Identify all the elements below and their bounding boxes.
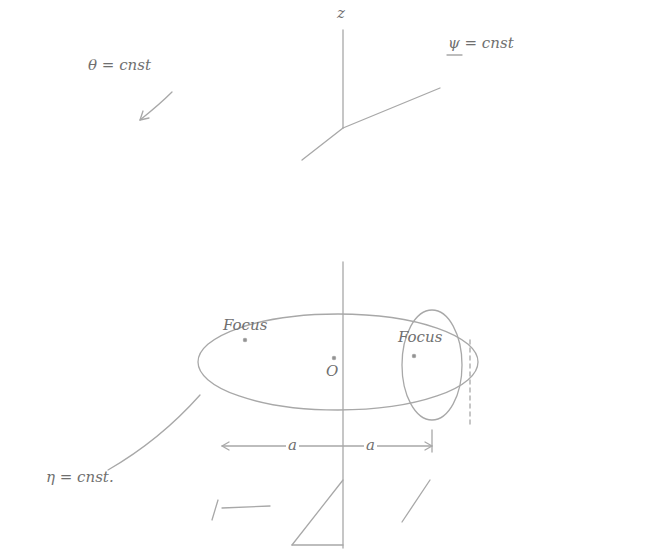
origin-label: O bbox=[326, 364, 338, 379]
coordinate-label: ψ = cnst bbox=[448, 36, 514, 51]
axis-label: z bbox=[337, 6, 345, 21]
coordinate-label: η = cnst. bbox=[46, 470, 114, 485]
focus-label: Focus bbox=[223, 318, 267, 333]
dimension-label: a bbox=[364, 438, 377, 453]
focus-label: Focus bbox=[398, 330, 442, 345]
coordinate-label: θ = cnst bbox=[88, 58, 151, 73]
dimension-label: a bbox=[286, 438, 299, 453]
